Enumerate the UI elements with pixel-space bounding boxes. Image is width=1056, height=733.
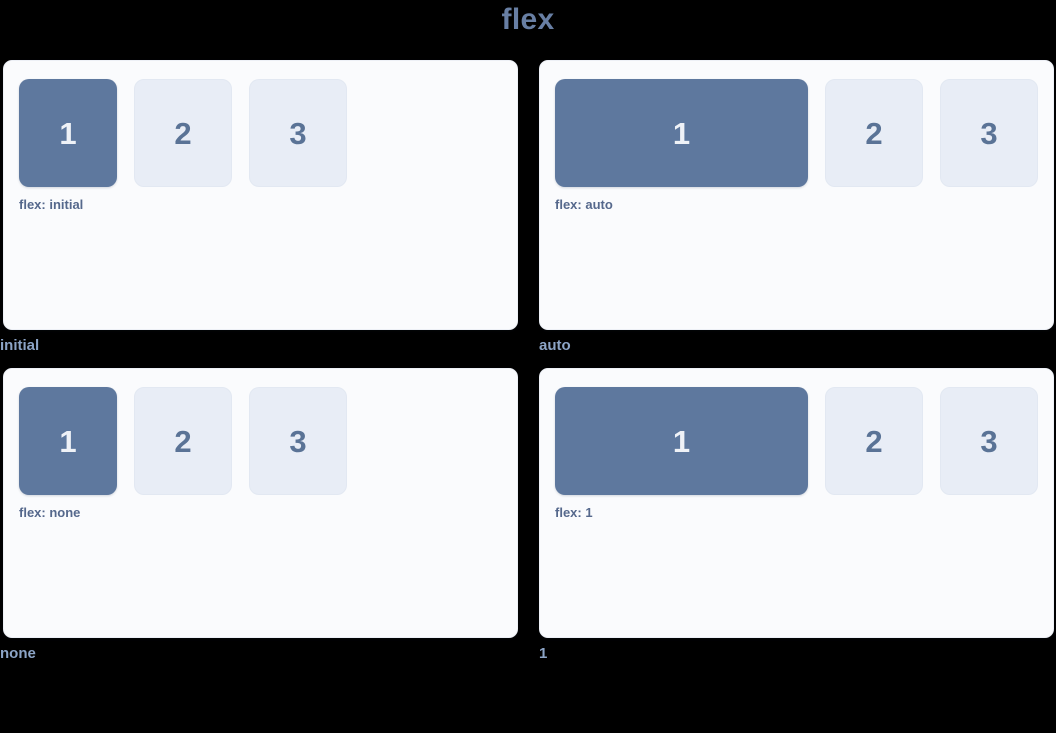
- demo-cell-one: 1 2 3 flex: 1 1: [539, 368, 1054, 664]
- page-title: flex: [501, 3, 555, 36]
- demo-row-bottom: 1 2 3 flex: none none 1 2 3 flex: 1: [0, 368, 1056, 664]
- panel-label-auto: auto: [539, 337, 571, 354]
- flex-item-2-auto[interactable]: 2: [825, 79, 923, 187]
- panel-label-none: none: [0, 645, 36, 662]
- panel-caption-auto: flex: auto: [555, 197, 613, 212]
- flex-item-1-auto[interactable]: 1: [555, 79, 808, 187]
- panel-label-one: 1: [539, 645, 548, 662]
- flex-item-1-initial[interactable]: 1: [19, 79, 117, 187]
- panel-caption-none: flex: none: [19, 505, 81, 520]
- demo-row-top: 1 2 3 flex: initial initial 1 2 3 flex:: [0, 60, 1056, 356]
- flex-item-3-auto[interactable]: 3: [940, 79, 1038, 187]
- flex-container-auto: 1 2 3 flex: auto: [539, 60, 1054, 330]
- flex-item-1-one[interactable]: 1: [555, 387, 808, 495]
- flex-item-3-initial[interactable]: 3: [249, 79, 347, 187]
- flex-row-auto: 1 2 3: [555, 79, 1038, 187]
- panel-caption-initial: flex: initial: [19, 197, 84, 212]
- flex-row-initial: 1 2 3: [19, 79, 502, 187]
- flex-container-none: 1 2 3 flex: none: [3, 368, 518, 638]
- flex-container-one: 1 2 3 flex: 1: [539, 368, 1054, 638]
- flex-item-2-one[interactable]: 2: [825, 387, 923, 495]
- demo-grid: 1 2 3 flex: initial initial 1 2 3 flex:: [0, 60, 1056, 676]
- flex-row-one: 1 2 3: [555, 387, 1038, 495]
- flex-row-none: 1 2 3: [19, 387, 502, 495]
- flex-item-2-initial[interactable]: 2: [134, 79, 232, 187]
- flex-item-2-none[interactable]: 2: [134, 387, 232, 495]
- flex-item-3-none[interactable]: 3: [249, 387, 347, 495]
- flex-container-initial: 1 2 3 flex: initial: [3, 60, 518, 330]
- demo-cell-auto: 1 2 3 flex: auto auto: [539, 60, 1054, 356]
- demo-cell-none: 1 2 3 flex: none none: [0, 368, 518, 664]
- demo-cell-initial: 1 2 3 flex: initial initial: [0, 60, 518, 356]
- flex-item-1-none[interactable]: 1: [19, 387, 117, 495]
- panel-label-initial: initial: [0, 337, 40, 354]
- panel-caption-one: flex: 1: [555, 505, 593, 520]
- flex-item-3-one[interactable]: 3: [940, 387, 1038, 495]
